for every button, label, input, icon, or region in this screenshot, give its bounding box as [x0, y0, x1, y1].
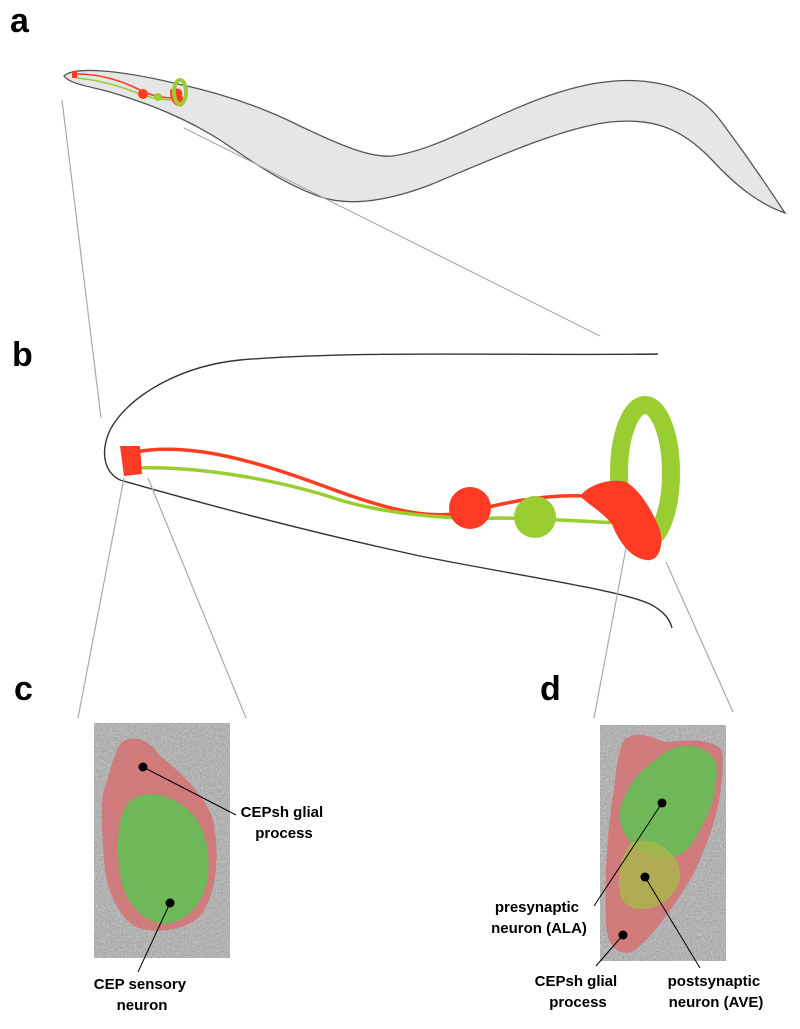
callout-c-glial-line2: process	[255, 825, 313, 842]
em-image-c	[94, 723, 230, 958]
glial-process-red	[135, 447, 587, 517]
head-cells	[120, 396, 680, 561]
zoom-line-a-right	[183, 127, 601, 337]
glial-sheath-red	[580, 480, 662, 561]
callout-d-glial-label: CEPsh glial process	[535, 973, 622, 1011]
em-image-d	[600, 725, 726, 961]
neuron-cell-body	[514, 496, 556, 538]
zoom-line-c-right	[147, 477, 247, 719]
callout-c-glial-line1: CEPsh glial	[241, 804, 324, 821]
glial-cell-body	[449, 487, 491, 529]
callout-c-neuron-line2: neuron	[117, 997, 168, 1014]
callout-d-glial-line	[595, 934, 624, 967]
callout-d-postsynaptic-line2: neuron (AVE)	[669, 994, 764, 1011]
zoom-line-c-left	[77, 477, 125, 719]
whole-worm-body	[63, 69, 787, 215]
whole-worm-cells	[72, 71, 188, 107]
panel-c-label: c	[14, 670, 33, 708]
callout-d-postsynaptic-line	[644, 876, 701, 969]
zoom-line-a-left	[61, 99, 102, 419]
zoom-line-d-right	[665, 561, 734, 713]
callout-c-neuron-line	[137, 902, 171, 973]
callout-d-glial-line1: CEPsh glial	[535, 973, 618, 990]
panel-b-label: b	[12, 336, 33, 374]
zoom-line-d-left	[593, 547, 627, 719]
callout-d-postsynaptic-line1: postsynaptic	[668, 973, 761, 990]
callout-d-presynaptic-line2: neuron (ALA)	[491, 920, 587, 937]
callout-d-presynaptic-line	[593, 802, 663, 907]
callout-d-presynaptic-line1: presynaptic	[495, 899, 579, 916]
panel-d-label: d	[540, 670, 561, 708]
head-outline-bottom	[119, 479, 673, 629]
panel-a-label: a	[10, 2, 30, 40]
callout-c-neuron-label: CEP sensory neuron	[94, 976, 190, 1014]
callout-d-postsynaptic-label: postsynaptic neuron (AVE)	[668, 973, 765, 1011]
glial-tip-red	[120, 446, 142, 476]
callout-c-neuron-line1: CEP sensory	[94, 976, 187, 993]
callout-c-glial-line	[142, 766, 237, 816]
em-d-postsynaptic-overlay	[618, 840, 680, 910]
head-outline-top	[103, 353, 659, 481]
callout-d-presynaptic-label: presynaptic neuron (ALA)	[491, 899, 587, 937]
callout-c-glial-label: CEPsh glial process	[241, 804, 328, 842]
neuron-process-green	[135, 466, 641, 526]
callout-d-glial-line2: process	[549, 994, 607, 1011]
em-c-neuron-overlay	[117, 794, 209, 924]
